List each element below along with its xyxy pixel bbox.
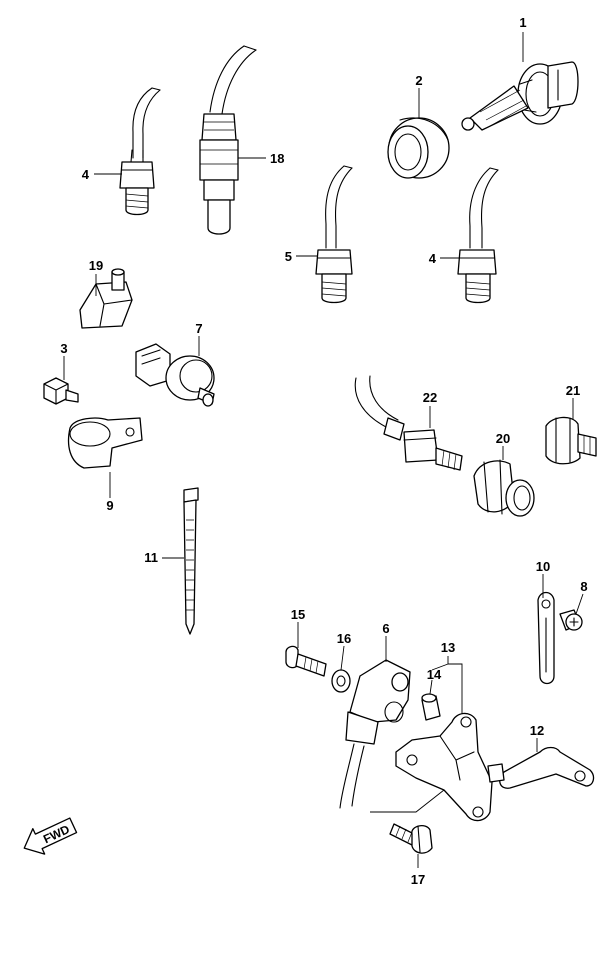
fwd-label: FWD: [41, 822, 72, 846]
part-labels: 1 2 4 18 5 4 19 7 3 9 11 22 20 21 10 8 1…: [60, 15, 587, 887]
label-part-7: 7: [195, 321, 202, 336]
label-part-8: 8: [580, 579, 587, 594]
label-part-3: 3: [60, 341, 67, 356]
part-14-bushing: [421, 693, 441, 721]
part-22-temp-sensor: [354, 375, 463, 471]
part-15-bolt: [285, 645, 327, 677]
part-6-position-sensor: [339, 659, 411, 809]
label-part-19: 19: [89, 258, 103, 273]
part-1-connector-sensor: [461, 61, 579, 131]
part-17-flange-bolt: [389, 823, 433, 854]
part-11-cable-tie: [183, 487, 199, 635]
part-18-sensor-long: [199, 45, 257, 235]
part-21-sensor: [545, 416, 597, 465]
label-part-14: 14: [427, 667, 442, 682]
part-20-plug: [473, 459, 535, 517]
part-4-sensor-right: [457, 167, 499, 304]
label-part-4-right: 4: [429, 251, 437, 266]
label-part-21: 21: [566, 383, 580, 398]
label-part-2: 2: [415, 73, 422, 88]
label-part-6: 6: [382, 621, 389, 636]
label-part-9: 9: [106, 498, 113, 513]
part-16-washer: [331, 669, 351, 693]
label-part-22: 22: [423, 390, 437, 405]
label-part-15: 15: [291, 607, 305, 622]
label-part-1: 1: [519, 15, 526, 30]
label-part-12: 12: [530, 723, 544, 738]
part-5-sensor: [315, 165, 353, 304]
part-8-screw: [559, 609, 583, 631]
part-19-clip: [79, 268, 133, 329]
label-part-10: 10: [536, 559, 550, 574]
part-12-link-arm: [487, 746, 595, 789]
fwd-arrow: FWD: [23, 817, 78, 855]
label-part-17: 17: [411, 872, 425, 887]
label-part-16: 16: [337, 631, 351, 646]
label-part-20: 20: [496, 431, 510, 446]
part-4-sensor-left: [119, 87, 161, 216]
part-9-clamp: [67, 417, 143, 469]
leader-lines: [63, 32, 584, 868]
part-13-lever-plate: [395, 712, 493, 822]
label-part-13: 13: [441, 640, 455, 655]
part-2-grommet: [387, 117, 450, 179]
label-part-18: 18: [270, 151, 284, 166]
label-part-11: 11: [144, 550, 158, 565]
part-7-pressure-switch: [135, 343, 215, 407]
label-part-4-left: 4: [82, 167, 90, 182]
label-part-5: 5: [285, 249, 292, 264]
part-10-strap: [537, 591, 555, 685]
part-3-bolt: [43, 377, 79, 405]
